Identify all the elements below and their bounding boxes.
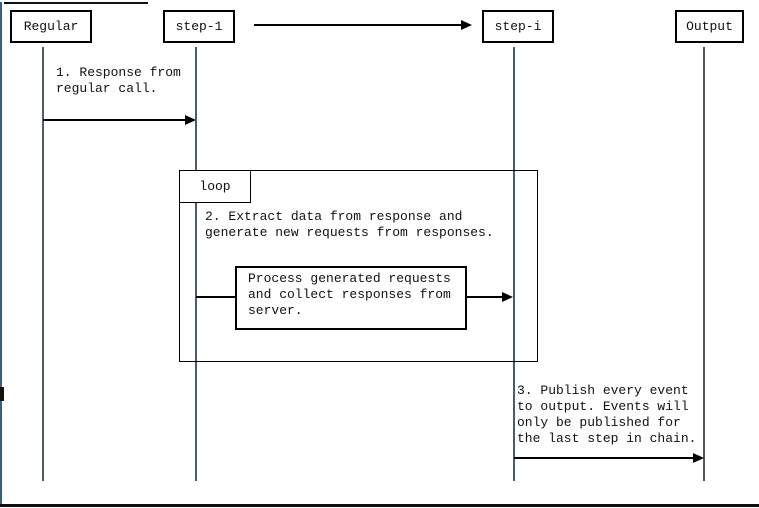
window-top-edge (4, 2, 148, 4)
participant-box-regular: Regular (10, 10, 92, 43)
loop-frame: loop (179, 170, 538, 362)
participant-label-output: Output (686, 19, 733, 34)
process-requests-box: Process generated requests and collect r… (235, 266, 467, 330)
lifeline-regular (42, 47, 44, 481)
window-left-tick (0, 387, 4, 401)
participant-label-step-1: step-1 (175, 19, 223, 34)
message-2-arrow (467, 296, 503, 298)
arrow-head-icon (461, 20, 472, 30)
participant-label-step-i: step-i (494, 19, 542, 34)
arrow-head-icon (693, 453, 704, 463)
message-2-connector-line (196, 296, 235, 298)
participant-box-step-1: step-1 (163, 10, 235, 43)
window-bottom-edge (0, 504, 759, 507)
participant-label-regular: Regular (23, 19, 79, 34)
lifeline-step-1 (195, 47, 197, 481)
window-left-edge (0, 2, 2, 505)
message-1-label: 1. Response from regular call. (56, 65, 181, 96)
message-2-label: 2. Extract data from response and genera… (205, 209, 494, 240)
loop-operator-label: loop (199, 179, 231, 194)
message-1-arrow (43, 119, 186, 121)
lifeline-output (703, 47, 705, 481)
loop-operator-box: loop (180, 171, 251, 203)
arrow-head-icon (185, 115, 196, 125)
participant-box-output: Output (675, 10, 744, 43)
participant-box-step-i: step-i (482, 10, 554, 43)
message-3-arrow (514, 457, 694, 459)
lifeline-step-i (513, 47, 515, 481)
message-3-label: 3. Publish every event to output. Events… (517, 383, 697, 446)
chain-continuation-arrow (254, 24, 462, 26)
arrow-head-icon (502, 292, 513, 302)
